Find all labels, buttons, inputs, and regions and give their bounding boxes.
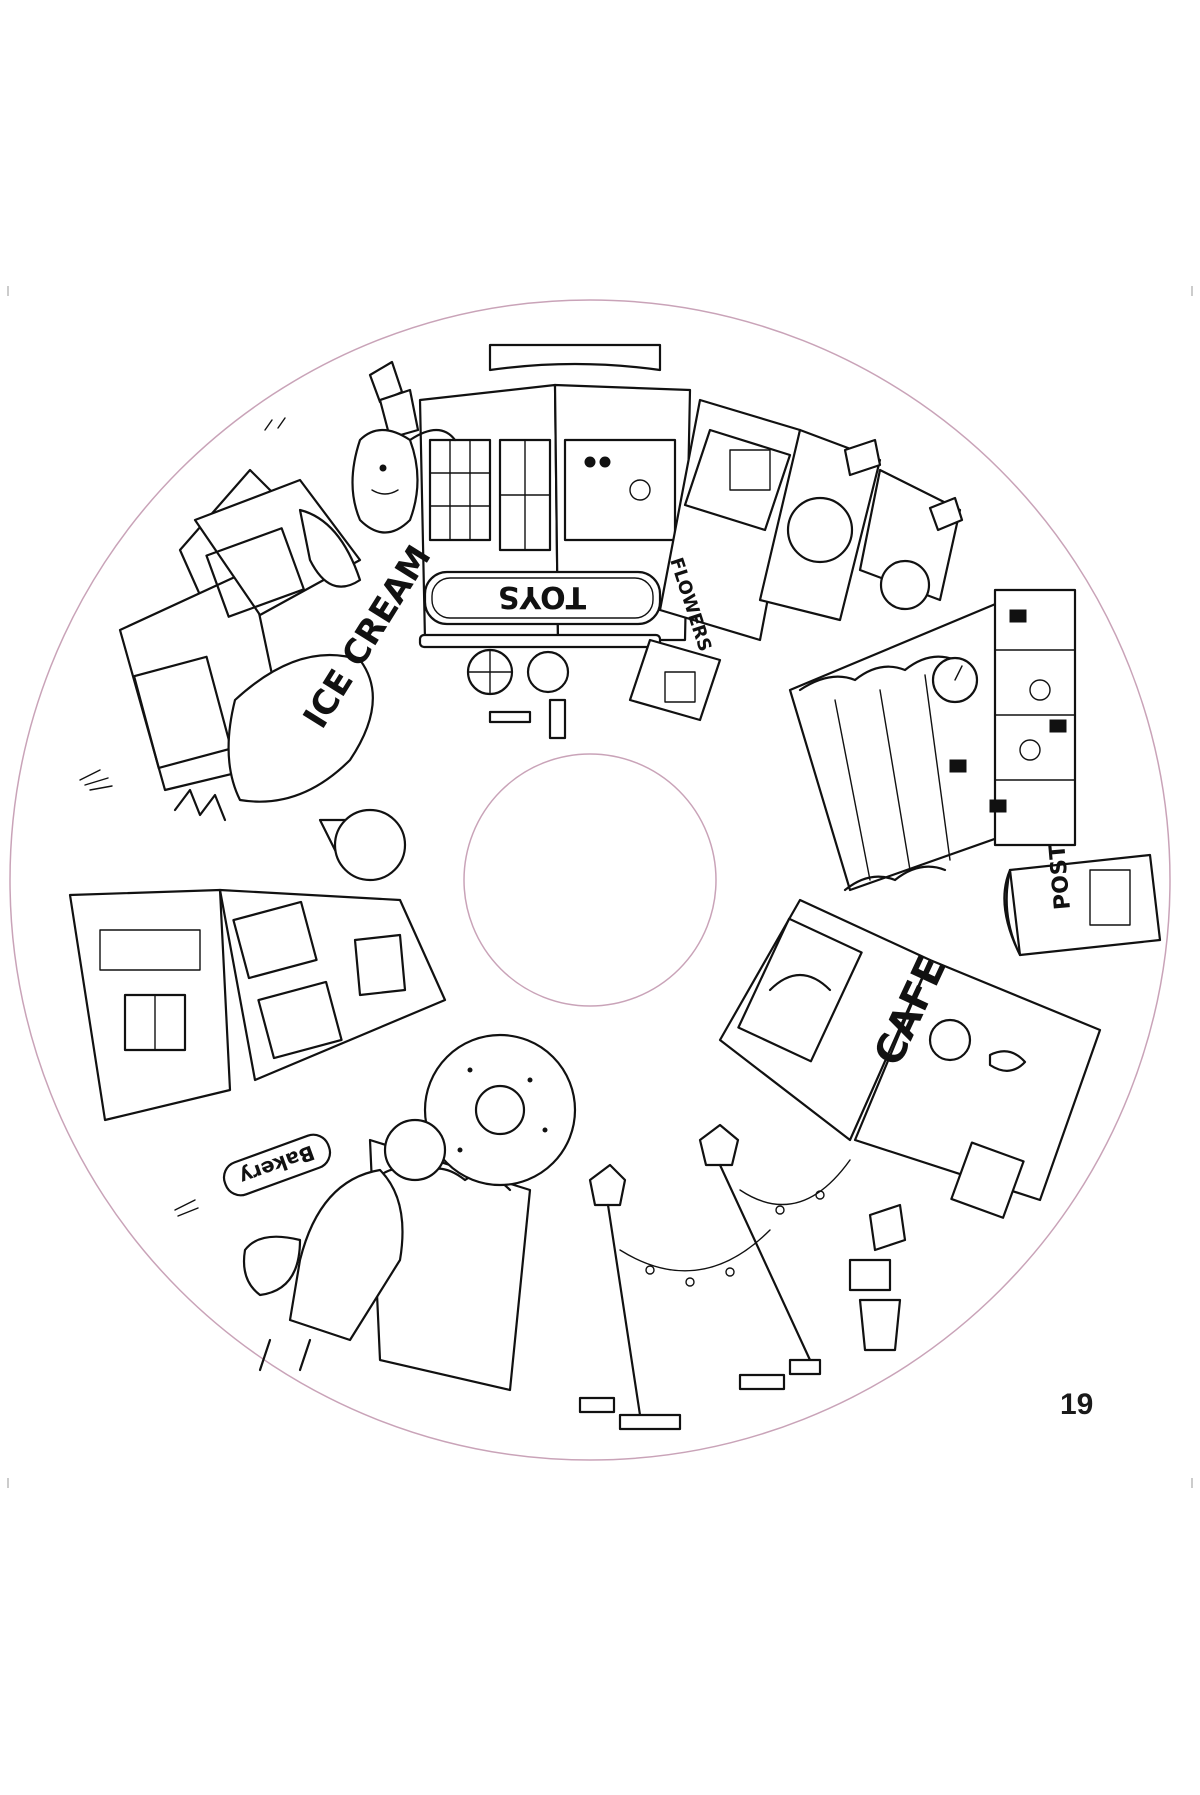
cup-icon bbox=[988, 1050, 1027, 1072]
girl-figure bbox=[242, 1118, 447, 1372]
market-stall bbox=[788, 588, 1077, 892]
cafe-shop: CAFE bbox=[718, 898, 1102, 1352]
post-sign: POST bbox=[1045, 843, 1076, 911]
toys-sign: TOYS bbox=[498, 579, 586, 614]
bag-icon bbox=[242, 1235, 302, 1297]
inner-disc-outline bbox=[463, 753, 717, 1007]
mug-icon bbox=[848, 1258, 892, 1292]
flowers-shop: FLOWERS bbox=[628, 398, 964, 722]
bakery-shop: Bakery bbox=[68, 888, 447, 1197]
lamp-icon bbox=[843, 438, 882, 477]
lamp-right-icon bbox=[698, 1123, 740, 1167]
post-box: POST bbox=[1003, 843, 1162, 957]
flower-tree-icon bbox=[786, 496, 854, 564]
lamp-left-icon bbox=[588, 1163, 627, 1207]
page-number: 19 bbox=[1060, 1388, 1094, 1421]
grass-sprigs bbox=[79, 417, 286, 1217]
toys-shop: TOYS bbox=[418, 383, 692, 740]
dragon-tower bbox=[351, 360, 457, 534]
dragon-icon bbox=[351, 428, 419, 534]
pie-icon bbox=[928, 1018, 972, 1062]
street-lamps bbox=[578, 1123, 851, 1431]
crop-marks bbox=[7, 286, 1193, 1488]
top-banner bbox=[488, 343, 662, 372]
outer-disc-outline bbox=[9, 299, 1171, 1461]
